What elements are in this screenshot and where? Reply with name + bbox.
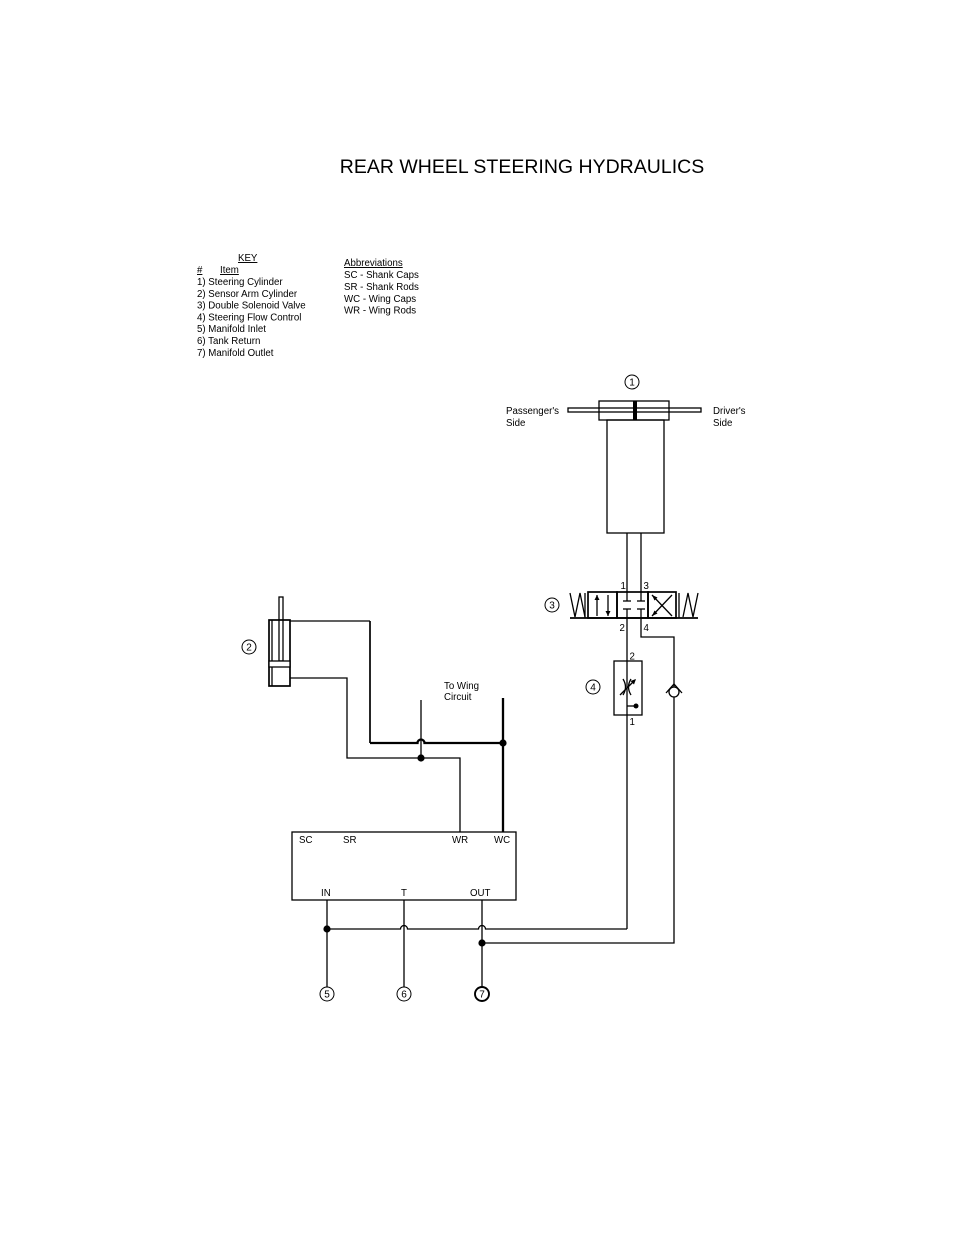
callout-3-label: 3 xyxy=(549,601,555,612)
valve-port-label-2: 2 xyxy=(620,623,625,634)
left-solenoid-spring-icon xyxy=(569,592,586,618)
valve-port-label-1: 1 xyxy=(621,581,626,592)
arrowhead-icon xyxy=(652,610,658,616)
line-flow-control-to-inlet xyxy=(327,924,627,930)
manifold-port-in: IN xyxy=(321,888,331,899)
abbreviation-item: SR - Shank Rods xyxy=(344,282,419,293)
sensor-cylinder-body xyxy=(268,619,291,687)
callout-5-label: 5 xyxy=(324,990,330,1001)
valve-right-position xyxy=(647,591,677,619)
sensor-cylinder-piston xyxy=(268,660,291,668)
arrowhead-icon xyxy=(630,679,636,685)
abbreviation-item: WC - Wing Caps xyxy=(344,294,416,305)
key-item: 3) Double Solenoid Valve xyxy=(197,301,306,312)
callout-7-circle xyxy=(474,986,490,1002)
manifold-port-t: T xyxy=(401,888,407,899)
flow-control-check-dot xyxy=(633,703,639,709)
key-item: 4) Steering Flow Control xyxy=(197,312,301,323)
shank-wing-piping: To Wing Circuit xyxy=(290,620,507,832)
check-valve-ball-icon xyxy=(668,686,680,698)
callout-6-circle xyxy=(396,986,412,1002)
double-solenoid-valve: 3 1 3 2 4 xyxy=(544,581,699,634)
page-title: REAR WHEEL STEERING HYDRAULICS xyxy=(340,156,704,178)
drivers-side-label: Side xyxy=(713,418,732,429)
flow-control-port-label-2: 2 xyxy=(630,652,635,663)
passengers-side-label: Passenger's xyxy=(506,406,559,417)
key-heading: KEY xyxy=(238,253,258,264)
flow-control-body xyxy=(613,660,643,716)
to-wing-circuit-label: Circuit xyxy=(444,692,472,703)
manifold-port-sc: SC xyxy=(299,835,312,846)
manifold-port-out: OUT xyxy=(470,888,491,899)
callout-1-label: 1 xyxy=(629,378,635,389)
abbreviation-item: SC - Shank Caps xyxy=(344,270,419,281)
passengers-side-label: Side xyxy=(506,418,525,429)
junction-dot xyxy=(323,925,331,933)
manifold: SC SR WR WC IN T OUT xyxy=(291,831,517,901)
callout-7-label: 7 xyxy=(479,990,485,1001)
right-solenoid-spring-icon xyxy=(682,592,699,618)
arrowhead-icon xyxy=(605,611,611,616)
junction-dot xyxy=(499,739,507,747)
key-column-number: # xyxy=(197,265,203,276)
key-item: 5) Manifold Inlet xyxy=(197,324,266,335)
key-column-item: Item xyxy=(220,265,239,276)
callout-6-label: 6 xyxy=(401,990,407,1001)
manifold-bottom-piping: 5 6 7 xyxy=(319,715,628,1002)
manifold-port-sr: SR xyxy=(343,835,356,846)
drivers-side-label: Driver's xyxy=(713,406,746,417)
steering-cylinder-piston xyxy=(633,401,637,420)
check-valve-seat-icon xyxy=(665,683,683,694)
valve-port-label-3: 3 xyxy=(644,581,649,592)
key-legend: KEY # Item 1) Steering Cylinder 2) Senso… xyxy=(197,253,306,359)
valve-left-position xyxy=(587,591,618,619)
key-item: 1) Steering Cylinder xyxy=(197,277,283,288)
line-valve-port4-to-outlet xyxy=(482,618,675,944)
callout-4-label: 4 xyxy=(590,683,596,694)
steering-cylinder-body xyxy=(606,419,665,534)
sensor-arm-cylinder: 2 xyxy=(241,596,291,687)
return-line-with-check-valve xyxy=(482,618,683,944)
junction-dot xyxy=(417,754,425,762)
steering-cylinder: 1 Passenger's Side Driver's Side xyxy=(506,374,746,592)
to-wing-circuit-label: To Wing xyxy=(444,681,479,692)
callout-2-circle xyxy=(241,639,257,655)
line-sensor-cylinder-rod-port xyxy=(290,677,461,832)
key-item: 2) Sensor Arm Cylinder xyxy=(197,289,298,300)
callout-3-circle xyxy=(544,597,560,613)
callout-2-label: 2 xyxy=(246,643,252,654)
callout-1-circle xyxy=(624,374,640,390)
manifold-port-wc: WC xyxy=(494,835,510,846)
line-cap-header xyxy=(370,738,503,745)
arrowhead-icon xyxy=(652,595,658,601)
junction-dot xyxy=(478,939,486,947)
arrowhead-icon xyxy=(594,595,600,600)
manifold-port-wr: WR xyxy=(452,835,468,846)
abbreviation-item: WR - Wing Rods xyxy=(344,306,416,317)
flow-control-port-label-1: 1 xyxy=(630,717,635,728)
key-item: 6) Tank Return xyxy=(197,336,260,347)
callout-4-circle xyxy=(585,679,601,695)
steering-flow-control: 4 2 1 xyxy=(585,618,643,728)
valve-port-label-4: 4 xyxy=(644,623,650,634)
key-item: 7) Manifold Outlet xyxy=(197,348,274,359)
abbreviations-heading: Abbreviations xyxy=(344,258,403,269)
sensor-cylinder-rod xyxy=(278,596,284,662)
callout-5-circle xyxy=(319,986,335,1002)
valve-center-position xyxy=(616,591,649,619)
abbreviations-legend: Abbreviations SC - Shank Caps SR - Shank… xyxy=(344,258,419,317)
